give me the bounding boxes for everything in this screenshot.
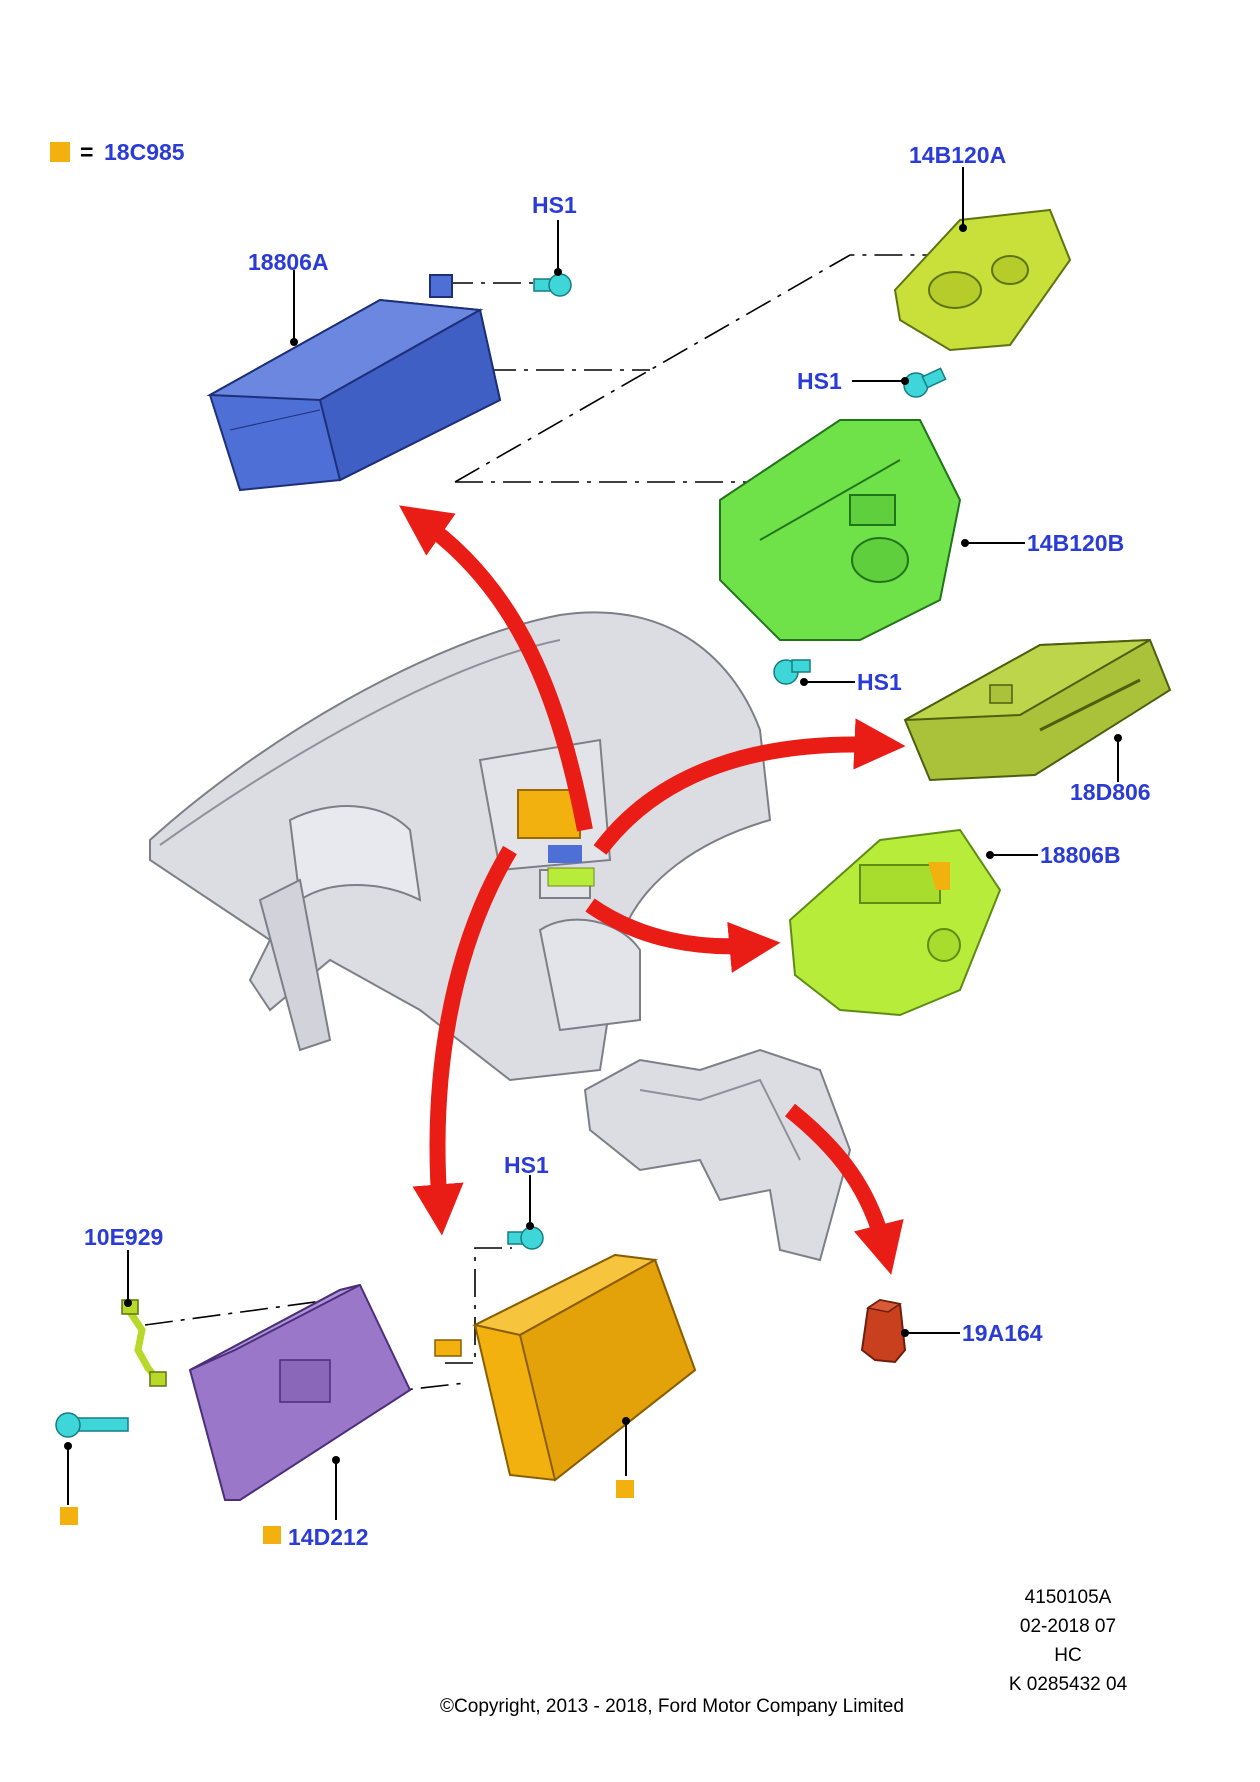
panel-14B120B[interactable] [719,419,962,641]
callout-hs1-bottom: HS1 [504,1152,549,1178]
callout-18806A: 18806A [248,249,329,275]
arrow-to-radio-panel [585,898,781,973]
module-18C985[interactable] [434,1253,697,1482]
leader-dot-10E929 [124,1299,132,1307]
leader-dot-module [622,1417,630,1425]
leader-dot-18806A [290,338,298,346]
center-console [583,1048,852,1262]
radio-panel-18806B[interactable] [788,828,1002,1017]
leader-dot-18806B [986,851,994,859]
legend-equals: = [80,139,93,165]
aux-connector-10E929[interactable] [121,1299,167,1387]
callout-18D806: 18D806 [1070,779,1151,805]
callout-14B120A: 14B120A [909,142,1006,168]
marker-square-module [616,1480,634,1498]
callout-hs1-mid: HS1 [857,669,902,695]
arrow-to-radio-unit [399,505,593,832]
bolt-left [55,1412,129,1438]
dashboard-assembly [149,611,772,1082]
radio-unit-18806A[interactable] [206,274,502,492]
info-code: HC [1054,1645,1081,1666]
leader-dot-18D806 [1114,734,1122,742]
legend-square [50,142,70,162]
screw-hs1-right [903,367,947,398]
leader-dot-14B120A [959,224,967,232]
leader-dot-19A164 [901,1329,909,1337]
panel-14B120A[interactable] [893,208,1072,352]
legend-code: 18C985 [104,139,185,165]
arrow-to-relay [785,1103,904,1275]
callout-14D212: 14D212 [288,1524,369,1550]
callout-19A164: 19A164 [962,1320,1043,1346]
callout-18806B: 18806B [1040,842,1121,868]
copyright-notice: ©Copyright, 2013 - 2018, Ford Motor Comp… [440,1696,904,1717]
leader-dot-hs1-top [554,268,562,276]
leader-dot-14D212 [332,1456,340,1464]
callout-hs1-right: HS1 [797,368,842,394]
leader-dot-bolt-left [64,1442,72,1450]
arrow-to-dvd-unit [593,718,906,855]
arrow-to-bezel [412,845,517,1236]
relay-19A164[interactable] [860,1298,907,1364]
leader-dot-14B120B [961,539,969,547]
screw-hs1-top [533,273,572,297]
info-date: 02-2018 07 [1020,1616,1116,1637]
leader-dot-hs1-bottom [526,1222,534,1230]
screw-hs1-bottom [507,1226,544,1250]
marker-square-14D212 [263,1526,281,1544]
info-ref: K 0285432 04 [1009,1674,1128,1695]
callout-10E929: 10E929 [84,1224,163,1250]
dvd-unit-18D806[interactable] [903,638,1172,782]
marker-square-bolt-left [60,1507,78,1525]
callout-14B120B: 14B120B [1027,530,1124,556]
callout-hs1-top: HS1 [532,192,577,218]
leader-dot-hs1-right [901,377,909,385]
display-bezel-14D212[interactable] [188,1283,412,1501]
screw-hs1-mid [773,659,811,685]
info-figure: 4150105A [1025,1587,1112,1608]
leader-dot-hs1-mid [800,678,808,686]
